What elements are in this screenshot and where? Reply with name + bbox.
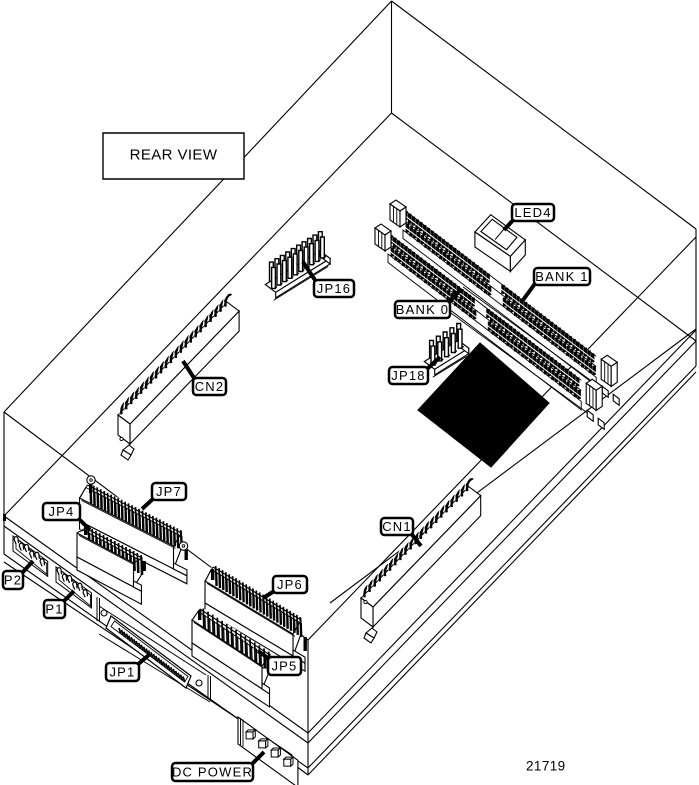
svg-text:JP1: JP1 (109, 665, 135, 680)
svg-text:CN2: CN2 (195, 379, 225, 394)
svg-text:REAR VIEW: REAR VIEW (130, 147, 218, 164)
svg-text:JP5: JP5 (271, 659, 297, 674)
svg-text:JP4: JP4 (48, 504, 74, 519)
svg-text:JP18: JP18 (391, 368, 425, 383)
svg-text:JP7: JP7 (156, 484, 182, 499)
svg-text:DC POWER: DC POWER (172, 765, 253, 780)
svg-text:CN1: CN1 (382, 519, 412, 534)
svg-text:P2: P2 (4, 573, 22, 588)
svg-text:JP16: JP16 (317, 281, 351, 296)
svg-text:21719: 21719 (526, 759, 566, 774)
svg-text:BANK 1: BANK 1 (535, 269, 588, 284)
svg-text:LED4: LED4 (514, 205, 551, 220)
svg-text:JP6: JP6 (277, 577, 303, 592)
svg-text:BANK 0: BANK 0 (396, 302, 449, 317)
svg-text:P1: P1 (45, 602, 63, 617)
